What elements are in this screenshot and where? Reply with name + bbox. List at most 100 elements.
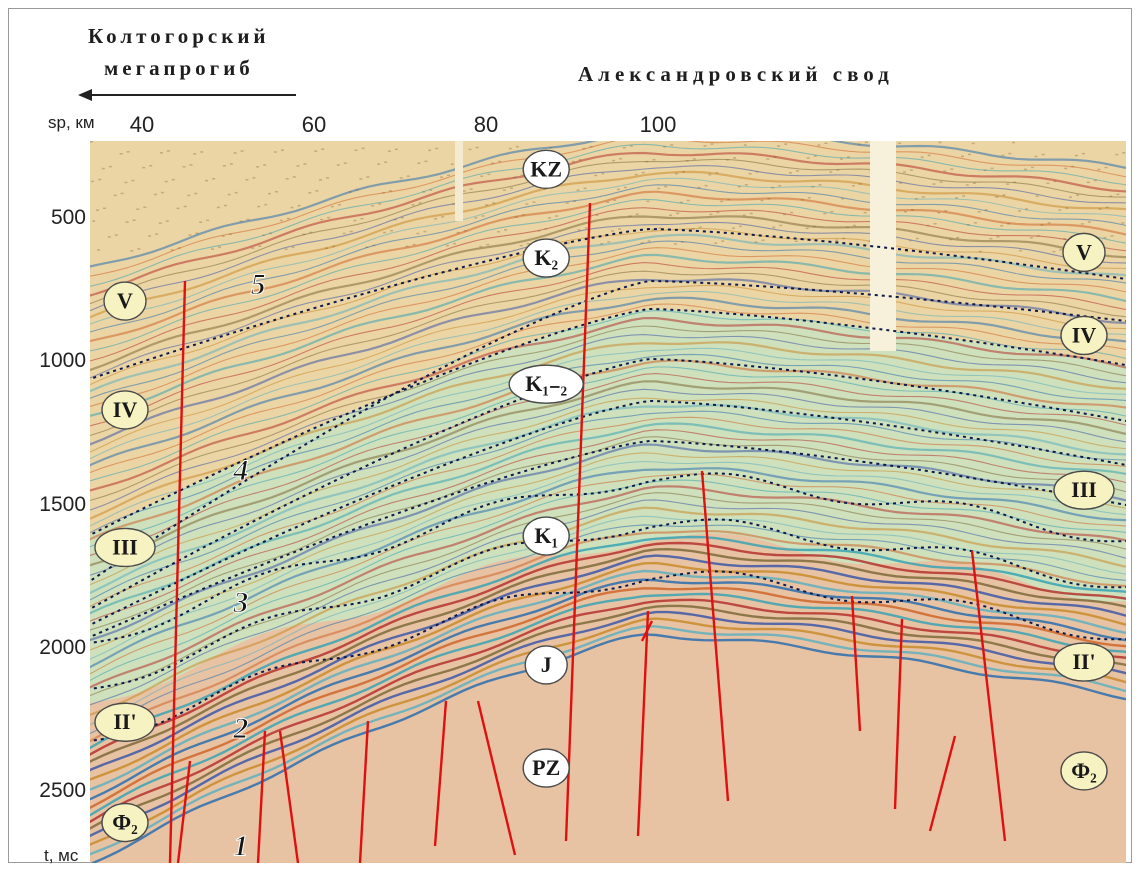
noise-speck <box>97 249 100 251</box>
noise-speck <box>966 184 969 186</box>
noise-speck <box>858 144 861 146</box>
noise-speck <box>537 230 540 232</box>
noise-speck <box>703 145 706 147</box>
noise-speck <box>1063 238 1066 240</box>
noise-speck <box>96 209 99 211</box>
noise-speck <box>344 162 347 164</box>
noise-speck <box>974 222 977 224</box>
noise-speck <box>784 143 787 145</box>
noise-speck <box>790 212 793 214</box>
noise-speck <box>481 215 484 217</box>
noise-speck <box>183 166 186 168</box>
noise-speck <box>453 243 456 245</box>
noise-speck <box>664 186 667 188</box>
noise-speck <box>487 174 490 176</box>
noise-speck <box>224 205 227 207</box>
noise-speck <box>726 159 729 161</box>
noise-speck <box>841 198 844 200</box>
y-tick-label: 2500 <box>22 779 86 803</box>
noise-speck <box>658 227 661 229</box>
noise-speck <box>296 165 299 167</box>
noise-speck <box>127 151 130 153</box>
noise-speck <box>378 203 381 205</box>
noise-speck <box>457 232 460 234</box>
noise-speck <box>177 208 180 210</box>
noise-speck <box>738 186 741 188</box>
noise-speck <box>973 182 976 184</box>
noise-speck <box>256 166 259 168</box>
noise-speck <box>366 176 369 178</box>
noise-speck <box>699 227 702 229</box>
x-axis-unit-label: sp, км <box>48 113 95 133</box>
noise-speck <box>509 148 512 150</box>
noise-speck <box>1002 194 1005 196</box>
noise-speck <box>172 179 175 181</box>
noise-speck <box>200 151 203 153</box>
noise-speck <box>331 206 334 208</box>
noise-speck <box>766 158 769 160</box>
noise-speck <box>1099 208 1102 210</box>
y-tick-label: 1500 <box>22 493 86 517</box>
noise-speck <box>325 248 328 250</box>
noise-speck <box>428 150 431 152</box>
noise-speck <box>779 225 782 227</box>
noise-speck <box>808 197 811 199</box>
noise-speck <box>356 189 359 191</box>
noise-speck <box>503 189 506 191</box>
noise-speck <box>160 152 163 154</box>
noise-speck <box>972 143 975 145</box>
noise-speck <box>721 240 724 242</box>
noise-speck <box>595 214 598 216</box>
noise-speck <box>624 187 627 189</box>
noise-speck <box>544 228 547 230</box>
noise-speck <box>859 183 862 185</box>
noise-speck <box>492 202 495 204</box>
seismic-section: VIVIIIII'Ф₂VIVIIIII'Ф₂KZK₂K₁₋₂K₁JPZ54321 <box>90 141 1126 863</box>
x-tick-label: 40 <box>130 112 154 138</box>
noise-speck <box>245 179 248 181</box>
noise-speck <box>744 144 747 146</box>
age-label: J <box>541 652 552 677</box>
noise-speck <box>648 240 651 242</box>
noise-speck <box>1105 167 1108 169</box>
noise-speck <box>247 219 250 221</box>
noise-speck <box>681 241 684 243</box>
noise-speck <box>642 172 645 174</box>
noise-speck <box>1059 249 1062 251</box>
noise-speck <box>452 203 455 205</box>
noise-speck <box>521 175 524 177</box>
noise-speck <box>321 149 324 151</box>
noise-speck <box>636 214 639 216</box>
noise-speck <box>836 169 839 171</box>
noise-speck <box>291 207 294 209</box>
noise-speck <box>619 158 622 160</box>
noise-speck <box>193 153 196 155</box>
noise-speck <box>549 147 552 149</box>
sequence-number: 3 <box>232 586 248 619</box>
noise-speck <box>715 172 718 174</box>
noise-speck <box>927 225 930 227</box>
y-tick-label: 500 <box>22 206 86 230</box>
noise-speck <box>401 217 404 219</box>
noise-speck <box>120 153 123 155</box>
noise-speck <box>142 167 145 169</box>
noise-speck <box>167 150 170 152</box>
noise-speck <box>178 247 181 249</box>
noise-speck <box>371 205 374 207</box>
noise-speck <box>956 237 959 239</box>
noise-speck <box>441 216 444 218</box>
sequence-number: 4 <box>232 454 248 487</box>
noise-speck <box>1069 196 1072 198</box>
noise-speck <box>320 219 323 221</box>
noise-speck <box>109 166 112 168</box>
sequence-number: 2 <box>232 712 248 745</box>
noise-speck <box>641 242 644 244</box>
noise-speck <box>692 228 695 230</box>
noise-speck <box>1013 182 1016 184</box>
noise-speck <box>446 245 449 247</box>
noise-speck <box>555 215 558 217</box>
noise-speck <box>795 241 798 243</box>
noise-speck <box>903 171 906 173</box>
noise-speck <box>938 142 941 144</box>
noise-speck <box>395 149 398 151</box>
